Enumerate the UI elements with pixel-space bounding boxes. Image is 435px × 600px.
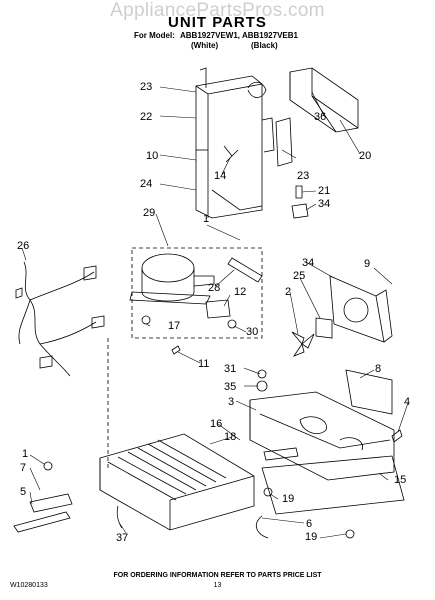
callout-9: 9: [364, 258, 371, 270]
model-numbers: ABB1927VEW1, ABB1927VEB1: [180, 31, 298, 40]
fan-motor: [315, 317, 333, 339]
power-plug: [13, 461, 73, 533]
leader-lines: [21, 86, 409, 539]
fan-blade: [291, 331, 315, 357]
callout-25: 24: [140, 178, 153, 190]
drain-tube: [255, 515, 269, 539]
callout-23: 23: [140, 81, 153, 93]
callout-4: 4: [404, 396, 411, 408]
compressor-box: [107, 247, 263, 470]
callout-10: 10: [146, 150, 159, 162]
clip: [171, 345, 181, 355]
callout-26: 26: [17, 240, 30, 252]
watermark: AppliancePartsPros.com: [110, 0, 325, 21]
callout-24: 25: [293, 270, 306, 282]
callout-5: 5: [20, 486, 27, 498]
callout-3: 3: [228, 396, 235, 408]
callout-20: 20: [359, 150, 372, 162]
compressor: [129, 253, 215, 305]
electrical-box: [345, 369, 393, 415]
callout-29: 30: [246, 326, 259, 338]
callout-22: 22: [140, 111, 153, 123]
model-prefix: For Model:: [134, 31, 175, 40]
doc-number: W10280133: [10, 582, 48, 589]
callout-36: 36: [314, 111, 327, 123]
page-title: UNIT PARTS: [168, 14, 267, 31]
color-white: (White): [191, 41, 219, 50]
evaporator-housing: [195, 67, 275, 219]
callout-16: 16: [210, 418, 223, 430]
grommet: [263, 487, 273, 497]
callout-6: 6: [306, 518, 313, 530]
clip: [291, 203, 309, 219]
relay: [205, 299, 231, 319]
callout-18: 18: [224, 431, 237, 443]
screw: [295, 185, 303, 199]
callout-30: 31: [224, 363, 237, 375]
callout-2: 2: [285, 286, 292, 298]
wire-harness: [15, 261, 105, 377]
color-black: (Black): [251, 41, 278, 50]
screw: [391, 429, 403, 443]
condenser-coil: [99, 433, 255, 531]
callout-34: 34: [318, 198, 331, 210]
callout-27: 28: [208, 282, 221, 294]
callout-21: 21: [318, 185, 331, 197]
clip: [116, 505, 123, 529]
callout-31: 34: [302, 257, 315, 269]
callout-1: 1: [203, 213, 210, 225]
air-duct: [289, 67, 359, 133]
callout-7: 7: [20, 462, 27, 474]
page-number: 13: [213, 582, 222, 589]
callout-35: 35: [224, 381, 237, 393]
tube: [227, 257, 263, 283]
callout-19: 19: [282, 493, 295, 505]
callout-1-lower: 1: [22, 448, 29, 460]
base-plate: [249, 391, 395, 481]
callout-11: 11: [198, 358, 210, 370]
grommet: [257, 369, 267, 379]
callout-17: 17: [168, 320, 181, 332]
callout-28: 29: [143, 207, 156, 219]
callout-37: 37: [116, 532, 129, 544]
callout-8: 8: [375, 363, 382, 375]
callout-23-right: 23: [297, 170, 310, 182]
callout-15: 15: [394, 474, 407, 486]
bracket: [275, 117, 293, 167]
callout-12: 12: [234, 286, 247, 298]
grommet: [345, 529, 355, 539]
grommet: [141, 315, 151, 325]
ordering-info: FOR ORDERING INFORMATION REFER TO PARTS …: [113, 572, 322, 579]
callout-14: 14: [214, 170, 227, 182]
callout-19-bottom: 19: [305, 531, 318, 543]
grommet: [227, 319, 237, 329]
drain-pan: [261, 455, 405, 515]
fan-shroud: [329, 275, 393, 343]
grommet: [256, 380, 268, 392]
tube-bracket: [263, 447, 299, 461]
